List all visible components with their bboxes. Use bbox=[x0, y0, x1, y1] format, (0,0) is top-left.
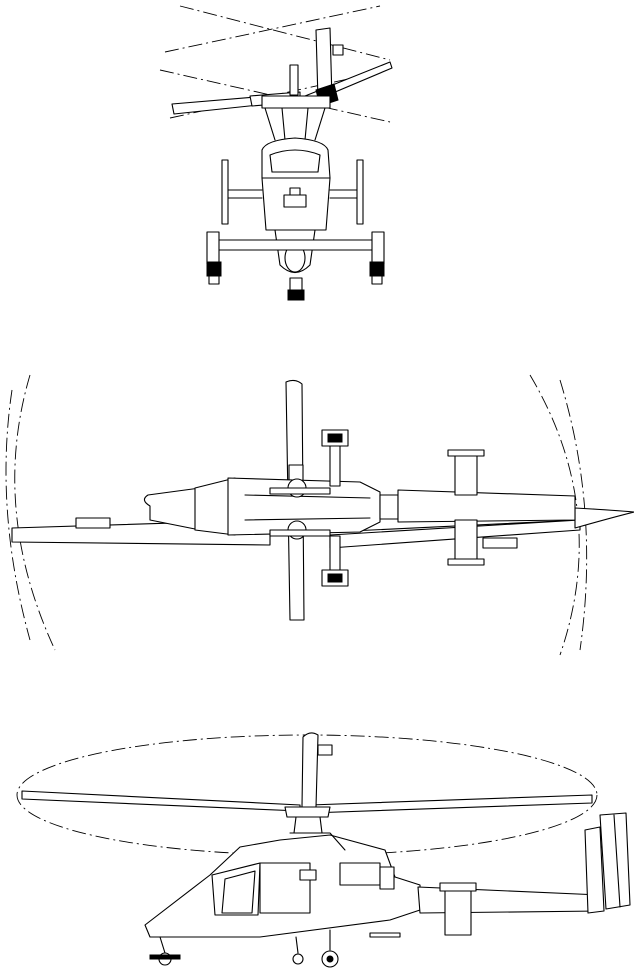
front-view bbox=[159, 5, 393, 301]
top-tailplane bbox=[447, 449, 518, 566]
side-tail-fins bbox=[439, 812, 631, 936]
side-rotor-hub bbox=[284, 806, 331, 834]
front-rotor-hub bbox=[261, 64, 339, 109]
front-fuselage bbox=[261, 137, 331, 274]
side-fuselage bbox=[144, 832, 421, 938]
top-outriggers bbox=[321, 429, 349, 587]
front-landing-gear bbox=[206, 231, 385, 301]
front-pylon bbox=[264, 107, 326, 141]
top-view bbox=[5, 374, 634, 656]
front-outriggers bbox=[221, 159, 364, 225]
side-view bbox=[16, 732, 631, 968]
side-rotor-blades bbox=[21, 732, 593, 814]
top-rotor-hub bbox=[269, 478, 331, 540]
top-fuselage bbox=[143, 477, 576, 536]
side-landing-gear bbox=[149, 929, 401, 968]
